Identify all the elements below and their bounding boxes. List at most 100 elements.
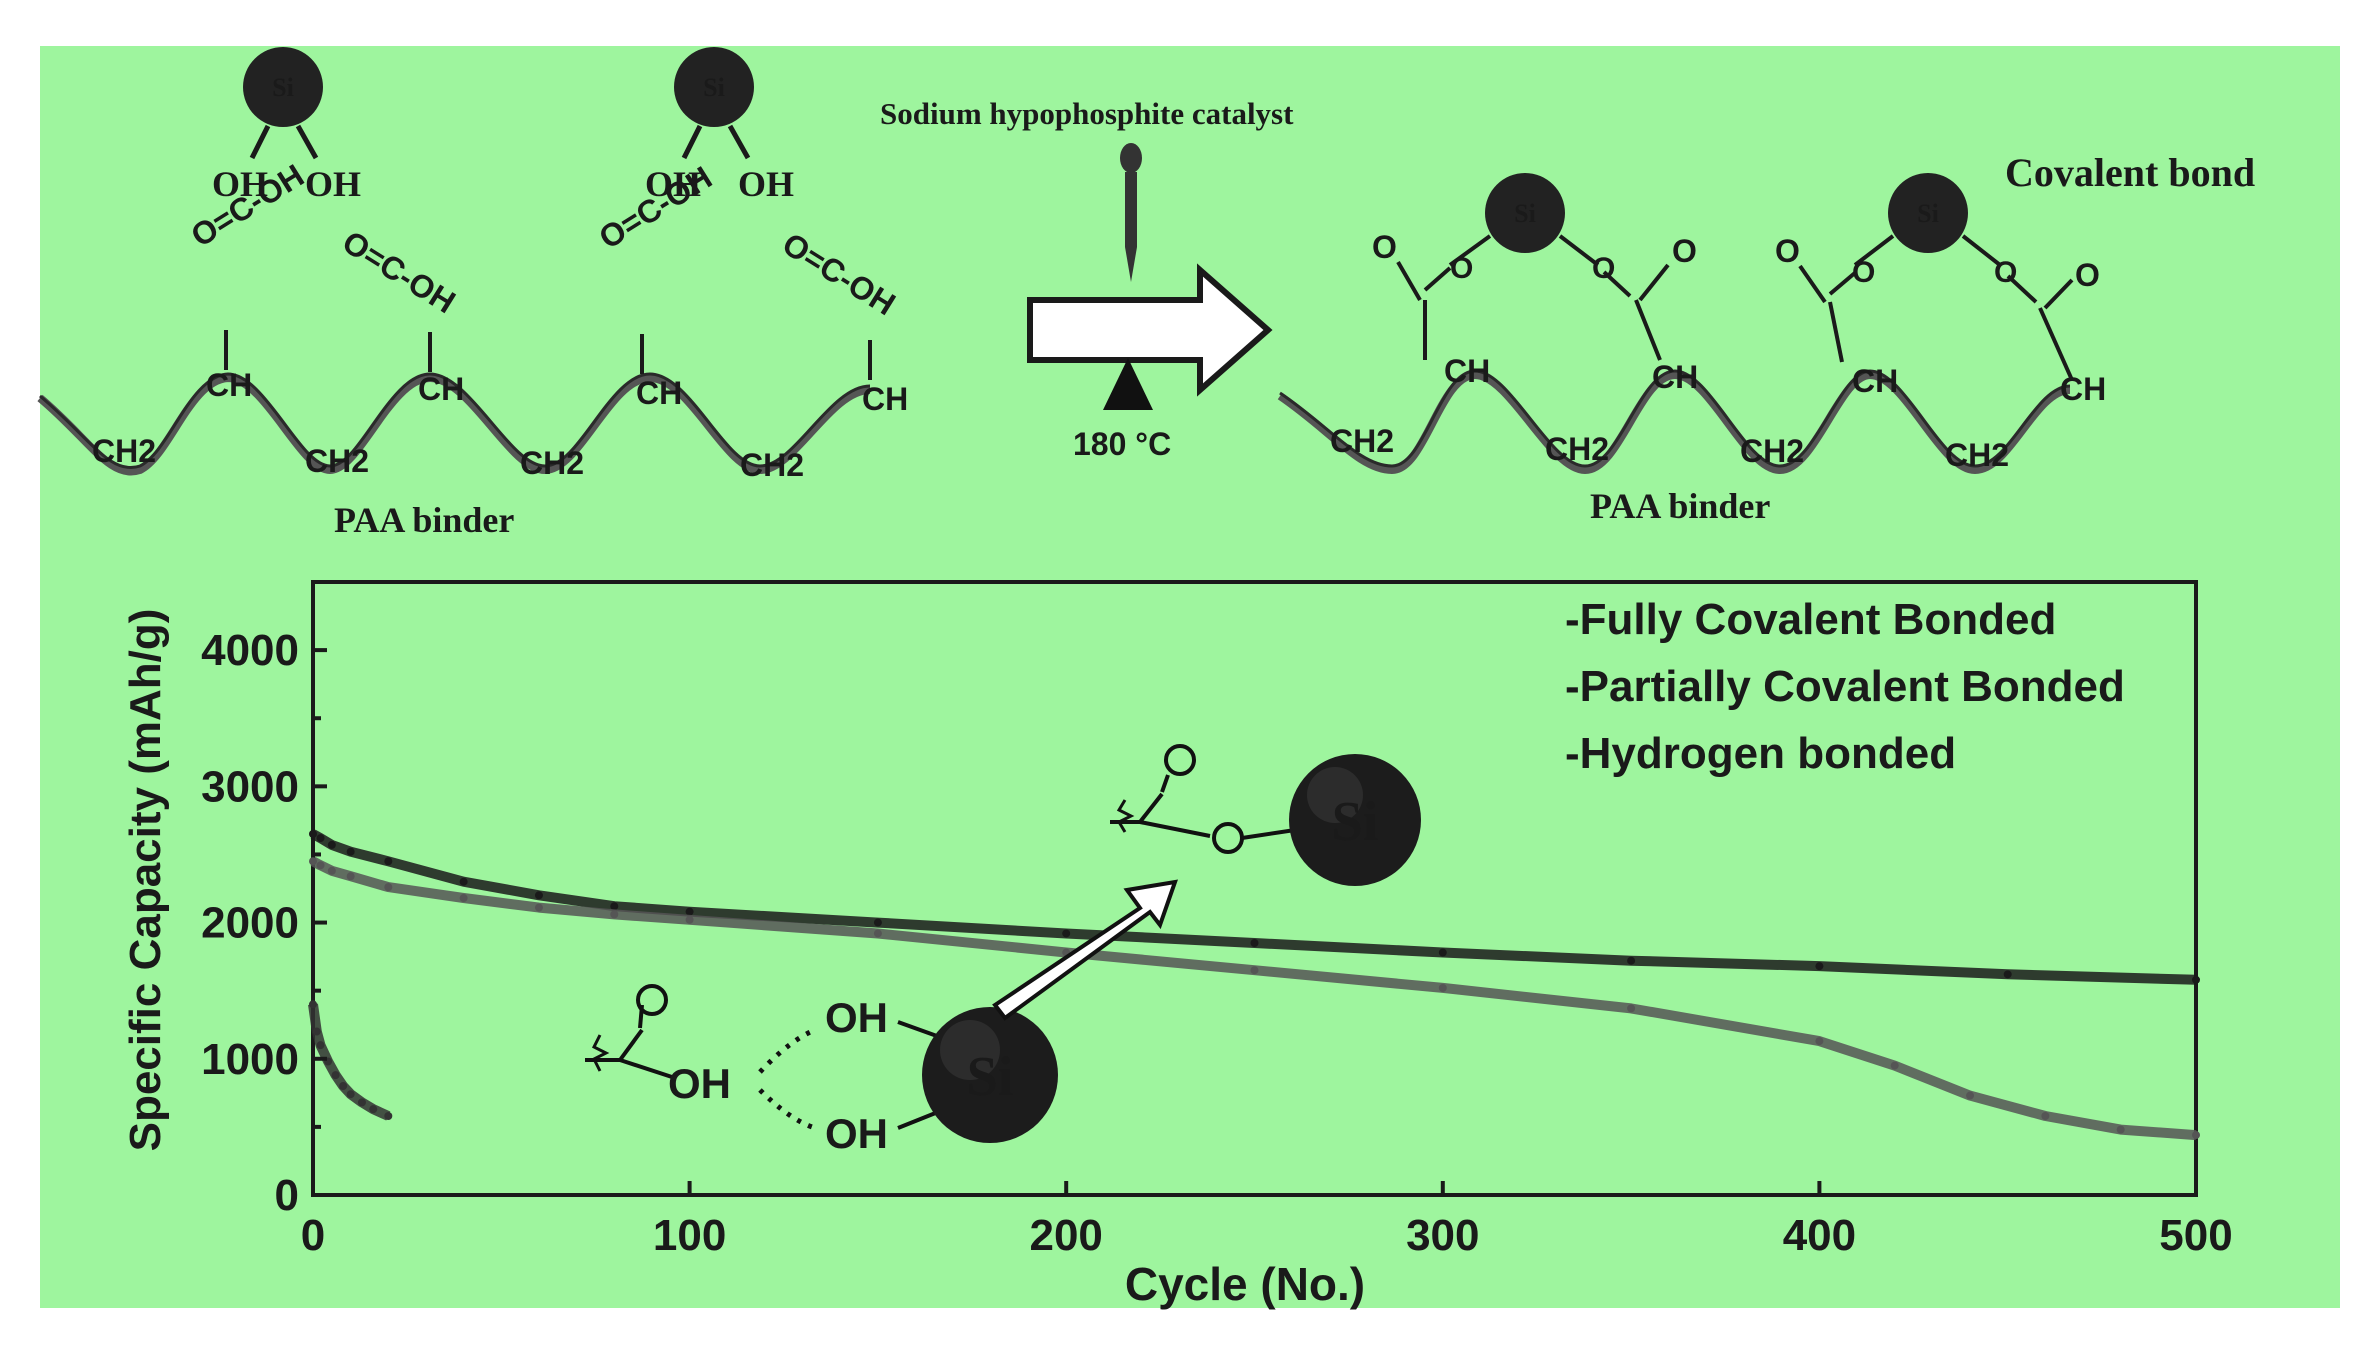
series-point-0: [2003, 970, 2012, 979]
chart-legend: -Fully Covalent Bonded-Partially Covalen…: [1565, 595, 2125, 778]
series-point-0: [1062, 929, 1071, 938]
x-tick-label: 400: [1783, 1211, 1856, 1260]
series-line-1: [310, 856, 2197, 1141]
heat-triangle-icon: [1103, 358, 1153, 410]
series-point-1: [873, 929, 882, 938]
paa-backbone-left: [37, 373, 871, 476]
series-point-1: [1966, 1091, 1975, 1100]
ch2-label: CH2: [92, 433, 156, 469]
series-point-1: [327, 866, 336, 875]
ch2-label: CH2: [1740, 433, 1804, 469]
series-point-2: [339, 1082, 348, 1091]
x-axis-label: Cycle (No.): [1125, 1258, 1365, 1310]
si-particle-inset-upper: Si: [1289, 754, 1421, 886]
carbonyl-oxygen: O: [2075, 257, 2100, 293]
series-line-2: [308, 1003, 391, 1121]
dropper-icon: [1120, 143, 1142, 282]
oh-label: OH: [305, 164, 361, 204]
figure-panel: [40, 46, 2340, 1308]
ch2-label: CH2: [1545, 431, 1609, 467]
series-point-2: [384, 1111, 393, 1120]
x-tick-label: 200: [1029, 1211, 1102, 1260]
oxygen-label: O: [1852, 256, 1875, 289]
oh-label: OH: [645, 164, 701, 204]
x-tick-label: 500: [2159, 1211, 2232, 1260]
y-tick-label: 4000: [201, 626, 299, 675]
series-point-1: [1815, 1037, 1824, 1046]
y-tick-label: 3000: [201, 762, 299, 811]
svg-text:Si: Si: [967, 1046, 1014, 1108]
si-particle-left-2: Si: [674, 47, 754, 160]
ester-group: [1110, 744, 1296, 854]
series-point-0: [685, 907, 694, 916]
conversion-arrow: [992, 879, 1178, 1021]
series-point-0: [1250, 938, 1259, 947]
oh-label: OH: [212, 164, 268, 204]
svg-text:Si: Si: [272, 73, 294, 102]
series-point-1: [384, 883, 393, 892]
reaction-arrow: [1027, 263, 1273, 397]
series-point-2: [369, 1105, 378, 1114]
hydroxyl-label: OH: [825, 994, 888, 1041]
x-tick-label: 300: [1406, 1211, 1479, 1260]
series-point-1: [2116, 1125, 2125, 1134]
series-point-1: [459, 894, 468, 903]
carbonyl-oxygen: O: [1372, 229, 1397, 265]
si-particle-inset-large: Si: [922, 1007, 1058, 1143]
svg-text:Si: Si: [1917, 199, 1939, 228]
ch-label: CH: [1852, 363, 1898, 399]
paa-backbone-right: [1277, 370, 2071, 475]
series-point-1: [2192, 1131, 2200, 1140]
legend-entry-1: -Partially Covalent Bonded: [1565, 662, 2125, 711]
svg-text:Si: Si: [703, 73, 725, 102]
catalyst-label: Sodium hypophosphite catalyst: [880, 96, 1294, 131]
series-point-0: [873, 918, 882, 927]
series-point-0: [316, 834, 325, 843]
series-point-1: [346, 872, 355, 881]
series-point-0: [1815, 962, 1824, 971]
series-point-1: [685, 915, 694, 924]
ch2-label: CH2: [740, 447, 804, 483]
series-point-0: [610, 902, 619, 911]
series-point-0: [459, 877, 468, 886]
ch2-label: CH2: [1330, 423, 1394, 459]
series-point-2: [316, 1041, 325, 1050]
svg-text:Si: Si: [1332, 791, 1379, 853]
x-tick-label: 0: [301, 1211, 325, 1260]
y-axis-label: Specific Capacity (mAh/g): [121, 609, 170, 1152]
svg-text:Si: Si: [1514, 199, 1536, 228]
ch-label: CH: [1652, 359, 1698, 395]
h-bond-group: OH OH OH: [585, 984, 949, 1157]
oh-label: OH: [738, 164, 794, 204]
y-tick-label: 0: [275, 1171, 299, 1220]
ch-label: CH: [206, 367, 252, 403]
ch2-label: CH2: [520, 445, 584, 481]
series-point-0: [327, 840, 336, 849]
plot-frame: [311, 580, 2198, 1197]
y-tick-label: 1000: [201, 1035, 299, 1084]
ch-label: CH: [862, 381, 908, 417]
legend-entry-2: -Hydrogen bonded: [1565, 729, 1956, 778]
temperature-label: 180 °C: [1073, 426, 1171, 462]
oxygen-label: O: [1450, 252, 1473, 285]
carbonyl-oxygen: O: [1672, 233, 1697, 269]
x-tick-label: 100: [653, 1211, 726, 1260]
series-point-1: [1627, 1004, 1636, 1013]
ch-label: CH: [1444, 353, 1490, 389]
series-point-1: [309, 857, 317, 866]
reaction-scheme: Si OH OH Si OH OH CH2 CH2 CH2 CH2 CH CH …: [37, 47, 2255, 540]
paa-binder-label-left: PAA binder: [334, 500, 514, 540]
series-point-1: [1250, 966, 1259, 975]
series-point-1: [610, 910, 619, 919]
series-point-1: [2041, 1111, 2050, 1120]
series-point-2: [357, 1098, 366, 1107]
hydroxyl-label: OH: [825, 1110, 888, 1157]
si-particle-left-1: Si: [243, 47, 323, 160]
ch2-label: CH2: [305, 443, 369, 479]
chart-axes: [311, 580, 2198, 1197]
covalent-bond-label: Covalent bond: [2005, 150, 2255, 195]
hydroxyl-label: OH: [668, 1060, 731, 1107]
